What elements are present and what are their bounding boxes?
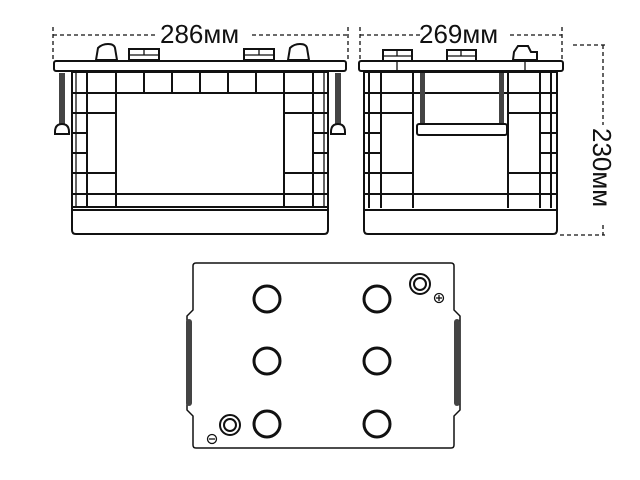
front-view: 286мм (52, 19, 349, 235)
length-dimension: 286мм (160, 19, 239, 49)
vent-cap-icon (362, 284, 392, 314)
handle-grip (416, 123, 508, 136)
plus-icon (433, 292, 445, 304)
handle-slot (454, 319, 460, 406)
side-view: 269мм (358, 19, 617, 236)
handle-grip-icon (330, 122, 346, 135)
positive-terminal (409, 273, 445, 304)
terminal-post-icon (286, 42, 311, 61)
vent-cap-icon (252, 409, 282, 439)
handle-rod (420, 73, 425, 123)
minus-icon (206, 433, 218, 445)
width-dimension: 269мм (419, 19, 498, 49)
handle-slot (186, 319, 192, 406)
height-dimension: 230мм (587, 128, 617, 207)
vent-cap-icon (362, 346, 392, 376)
handle-rod (335, 73, 341, 125)
vent-cap-icon (362, 409, 392, 439)
terminal-post-icon (511, 45, 538, 61)
battery-lid-outline (186, 262, 461, 449)
vent-cap-icon (252, 346, 282, 376)
negative-terminal (206, 414, 241, 445)
handle-grip-icon (54, 122, 70, 135)
handle-rod (499, 73, 504, 123)
vent-cap-icon (252, 284, 282, 314)
terminal-post-icon (94, 42, 119, 61)
handle-rod (59, 73, 65, 125)
top-view (186, 262, 461, 449)
